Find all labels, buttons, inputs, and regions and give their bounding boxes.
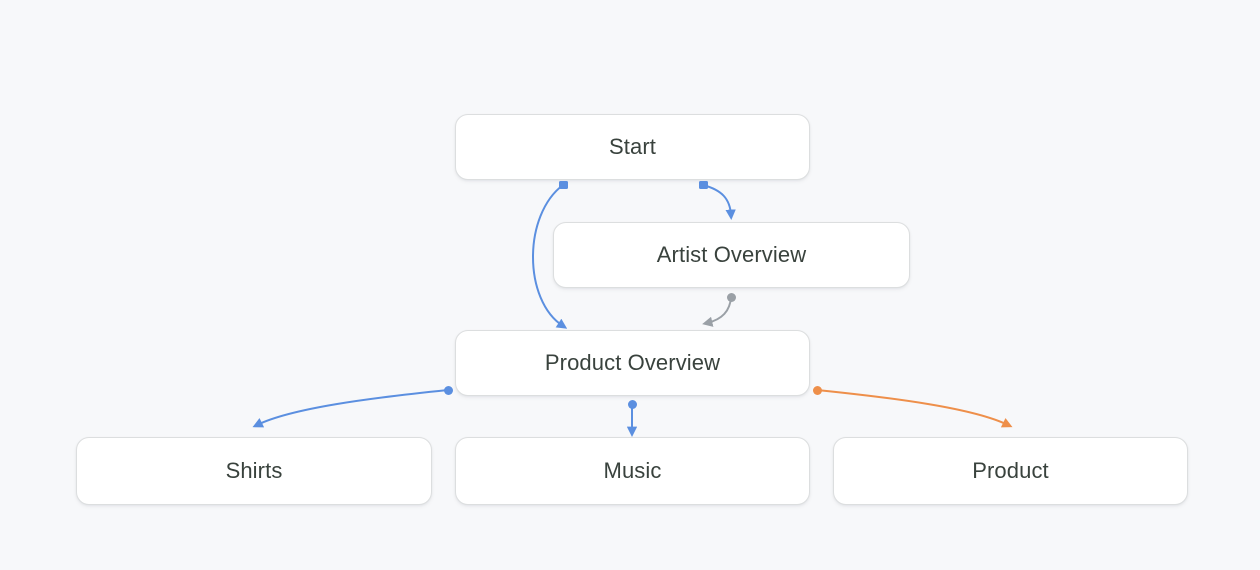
edge-handle-product-overview-to-product[interactable] [812,385,822,395]
edge-handle-start-to-product-overview[interactable] [558,181,568,189]
node-shirts[interactable]: Shirts [76,437,432,505]
edge-product-overview-to-shirts[interactable] [252,389,449,428]
node-label-product: Product [972,458,1049,483]
edge-handle-product-overview-to-shirts[interactable] [443,385,453,395]
node-artist-overview[interactable]: Artist Overview [553,222,910,288]
node-music[interactable]: Music [455,437,810,505]
edge-start-to-artist-overview[interactable] [702,184,736,220]
edge-handle-artist-overview-to-product-overview[interactable] [726,292,736,302]
node-start[interactable]: Start [455,114,810,180]
node-label-start: Start [609,134,656,159]
node-product-overview[interactable]: Product Overview [455,330,810,396]
edge-handle-product-overview-to-music[interactable] [627,399,637,409]
node-label-shirts: Shirts [225,458,283,483]
node-label-music: Music [603,458,662,483]
edge-handle-start-to-artist-overview[interactable] [698,181,708,189]
node-label-product-overview: Product Overview [544,350,721,375]
node-product[interactable]: Product [833,437,1188,505]
node-label-artist-overview: Artist Overview [656,242,807,267]
edge-artist-overview-to-product-overview[interactable] [702,296,732,327]
edge-product-overview-to-product[interactable] [816,389,1013,428]
